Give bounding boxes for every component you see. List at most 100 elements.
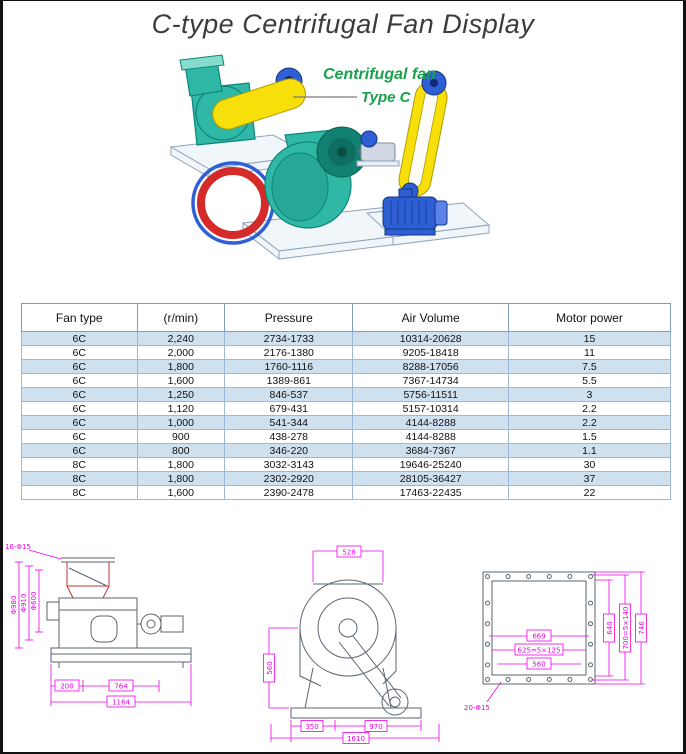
impeller xyxy=(316,126,368,178)
dimension-label: 700=5×140 xyxy=(619,603,631,653)
table-cell: 6C xyxy=(21,415,138,430)
table-cell: 679-431 xyxy=(224,401,354,416)
column-header: Pressure xyxy=(224,303,354,332)
side-view-dimensions xyxy=(15,549,192,706)
table-cell: 1,250 xyxy=(136,387,226,402)
svg-text:700=5×140: 700=5×140 xyxy=(622,607,630,650)
dimension-label: 669 xyxy=(526,629,552,642)
table-cell: 7.5 xyxy=(507,359,672,374)
dimension-label: 560 xyxy=(526,657,552,670)
column-header: (r/min) xyxy=(136,303,226,332)
table-cell: 2302-2920 xyxy=(224,471,354,486)
table-cell: 6C xyxy=(21,345,138,360)
belt-pulley-top-hub xyxy=(430,79,438,87)
svg-text:1164: 1164 xyxy=(112,699,130,707)
svg-text:640: 640 xyxy=(606,621,614,634)
table-cell: 1,600 xyxy=(136,373,226,388)
table-cell: 2734-1733 xyxy=(224,331,354,346)
svg-text:1610: 1610 xyxy=(347,735,365,743)
dimension-label: 16-Φ15 xyxy=(5,543,31,551)
table-cell: 900 xyxy=(136,429,226,444)
drawing-side-view: 16-Φ15 Φ980 Φ910 Φ600 200 764 1164 xyxy=(5,543,192,708)
table-cell: 11 xyxy=(507,345,672,360)
svg-text:764: 764 xyxy=(114,683,128,691)
table-cell: 15 xyxy=(507,331,672,346)
table-cell: 1,000 xyxy=(136,415,226,430)
table-cell: 4144-8288 xyxy=(352,415,509,430)
table-cell: 6C xyxy=(21,373,138,388)
table-cell: 19646-25240 xyxy=(352,457,509,472)
table-cell: 8C xyxy=(21,485,138,500)
dimension-label: 746 xyxy=(635,613,647,643)
table-cell: 2.2 xyxy=(507,415,672,430)
table-cell: 3 xyxy=(507,387,672,402)
table-cell: 9205-18418 xyxy=(352,345,509,360)
svg-text:625=5×125: 625=5×125 xyxy=(518,647,561,655)
dimension-label: 764 xyxy=(108,679,134,692)
table-cell: 1.1 xyxy=(507,443,672,458)
table-cell: 1,800 xyxy=(136,359,226,374)
svg-text:350: 350 xyxy=(305,723,318,731)
dimension-label: 970 xyxy=(364,720,388,732)
column-header: Air Volume xyxy=(352,303,509,332)
table-cell: 5756-11511 xyxy=(352,387,509,402)
table-cell: 4144-8288 xyxy=(352,429,509,444)
table-cell: 5157-10314 xyxy=(352,401,509,416)
table-cell: 6C xyxy=(21,401,138,416)
page-title: C-type Centrifugal Fan Display xyxy=(151,9,535,39)
table-cell: 30 xyxy=(507,457,672,472)
belt-guard xyxy=(212,78,306,130)
table-cell: 10314-20628 xyxy=(352,331,509,346)
dimension-label: 1610 xyxy=(342,732,370,744)
table-cell: 8288-17056 xyxy=(352,359,509,374)
dimension-label: Φ980 xyxy=(10,596,18,615)
inlet-funnel-outline xyxy=(66,562,110,599)
table-cell: 6C xyxy=(21,331,138,346)
flange-outline xyxy=(482,571,596,685)
table-cell: 37 xyxy=(507,471,672,486)
table-cell: 2.2 xyxy=(507,401,672,416)
table-cell: 541-344 xyxy=(224,415,354,430)
dimension-label: 1164 xyxy=(106,695,136,708)
table-cell: 8C xyxy=(21,471,138,486)
table-cell: 438-278 xyxy=(224,429,354,444)
column-header: Motor power xyxy=(507,303,672,332)
table-cell: 6C xyxy=(21,387,138,402)
dimension-label: Φ910 xyxy=(20,594,28,613)
table-cell: 1389-861 xyxy=(224,373,354,388)
dimension-label: Φ600 xyxy=(30,592,38,611)
table-cell: 28105-36427 xyxy=(352,471,509,486)
table-cell: 8C xyxy=(21,457,138,472)
dimension-label: 528 xyxy=(336,545,362,558)
electric-motor xyxy=(382,188,448,236)
type-c-label: Type C xyxy=(361,89,412,106)
dimension-label: 640 xyxy=(603,613,615,643)
table-cell: 3684-7367 xyxy=(352,443,509,458)
inlet-ring xyxy=(191,161,275,245)
table-cell: 1,600 xyxy=(136,485,226,500)
column-header: Fan type xyxy=(21,303,138,332)
table-cell: 6C xyxy=(21,429,138,444)
table-cell: 1,120 xyxy=(136,401,226,416)
table-cell: 1,800 xyxy=(136,457,226,472)
drawing-flange-view: 669 625=5×125 560 640 700=5×140 746 xyxy=(464,571,647,712)
table-cell: 1760-1116 xyxy=(224,359,354,374)
bearing-assembly xyxy=(356,130,400,167)
fan-illustration: Centrifugal fan Type C xyxy=(169,54,491,261)
